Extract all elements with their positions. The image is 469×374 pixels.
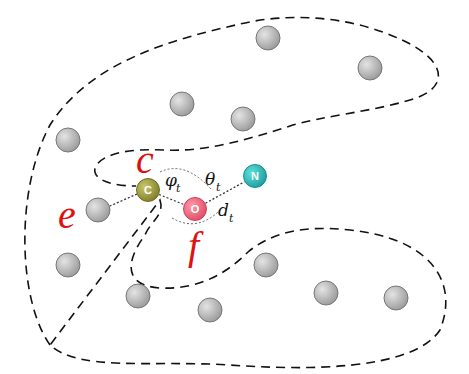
angle-arc	[160, 169, 212, 190]
atom-symbol: N	[251, 171, 259, 182]
atom-label: c	[136, 140, 154, 180]
geometry-symbol: θ	[205, 171, 215, 188]
atom-circle: N	[243, 164, 267, 188]
atom-circle: O	[183, 197, 207, 221]
atom-circle: C	[136, 178, 160, 202]
geometry-symbol: t	[176, 183, 180, 194]
geometry-symbol: φ	[165, 172, 177, 189]
atom-symbol: C	[144, 185, 152, 196]
geometry-symbol: t	[216, 182, 220, 193]
atom-label: f	[188, 226, 199, 266]
atom-symbol: O	[191, 204, 200, 215]
gray-atoms	[56, 26, 408, 322]
geometry-symbol: d	[218, 202, 229, 219]
geometry-symbol: t	[229, 213, 233, 224]
bond-line	[159, 194, 184, 204]
atom-label: e	[58, 195, 76, 235]
bond-line	[110, 194, 137, 206]
pocket-outline	[25, 17, 446, 367]
